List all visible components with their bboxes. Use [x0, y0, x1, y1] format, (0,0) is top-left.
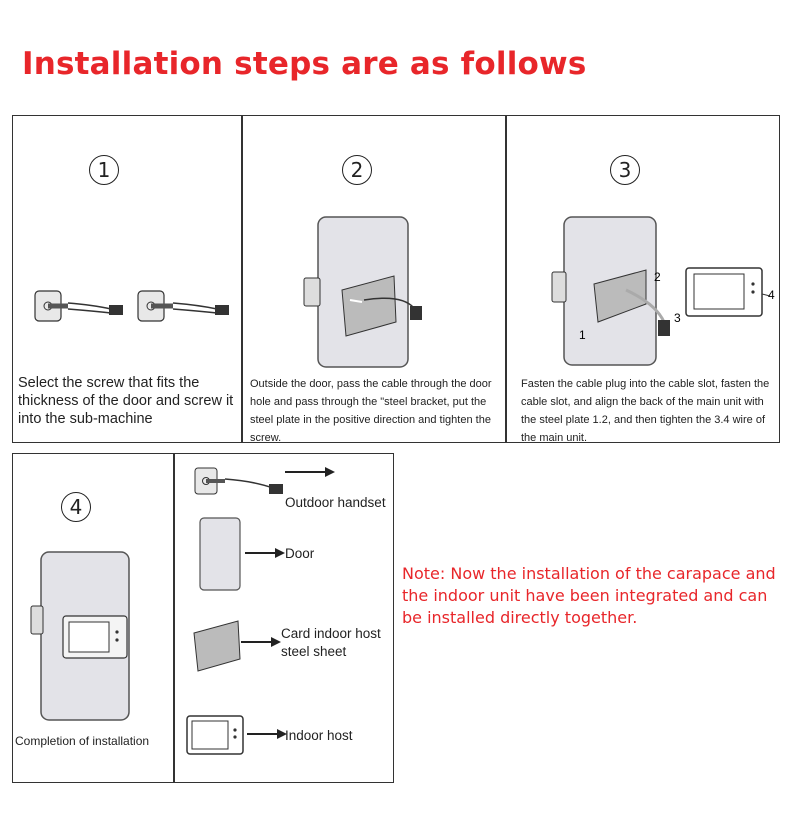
step-2-panel: 2 Outside the door, pass the cable throu… [242, 116, 505, 444]
step-3-panel: 3 1 2 3 4 Fasten the cable plug into the… [506, 116, 779, 444]
step-number: 2 [342, 155, 372, 185]
step-3-description: Fasten the cable plug into the cable slo… [521, 378, 770, 444]
step-1-description: Select the screw that fits the thickness… [18, 375, 234, 427]
completed-installation-illustration [30, 551, 130, 721]
indoor-host-icon [186, 715, 244, 755]
steps-grid: 1 Select the screw that fits the thickne… [12, 115, 780, 444]
divider [241, 116, 243, 442]
door-bracket-illustration [303, 216, 422, 368]
outdoor-handset-icon [194, 467, 283, 495]
steel-sheet-icon [193, 620, 241, 672]
legend-door: Door [285, 546, 315, 561]
step-number: 4 [61, 492, 91, 522]
assembly-grid: 4 Completion of installation Outdoor han… [12, 453, 394, 783]
callout-2: 2 [654, 270, 661, 284]
callout-3: 3 [674, 311, 681, 325]
step-number: 1 [89, 155, 119, 185]
arrow-icon [241, 637, 281, 647]
installation-note: Note: Now the installation of the carapa… [402, 564, 776, 627]
legend-steel-sheet: Card indoor host steel sheet [281, 626, 381, 659]
arrow-icon [245, 548, 285, 558]
step-number: 3 [610, 155, 640, 185]
legend-outdoor-handset: Outdoor handset [285, 495, 386, 510]
door-icon [199, 517, 241, 591]
divider [505, 116, 507, 442]
viewer-screw-illustration [34, 290, 229, 322]
arrow-icon [247, 729, 287, 739]
callout-4: 4 [768, 288, 775, 302]
callout-1: 1 [579, 328, 586, 342]
step-1-panel: 1 Select the screw that fits the thickne… [13, 116, 241, 442]
completion-label: Completion of installation [15, 734, 150, 748]
divider [173, 454, 175, 782]
page-title: Installation steps are as follows [22, 46, 587, 82]
legend-indoor-host: Indoor host [285, 728, 353, 743]
arrow-icon [285, 467, 335, 477]
step-2-description: Outside the door, pass the cable through… [250, 378, 492, 444]
mounting-illustration: 1 2 3 4 [551, 216, 775, 366]
